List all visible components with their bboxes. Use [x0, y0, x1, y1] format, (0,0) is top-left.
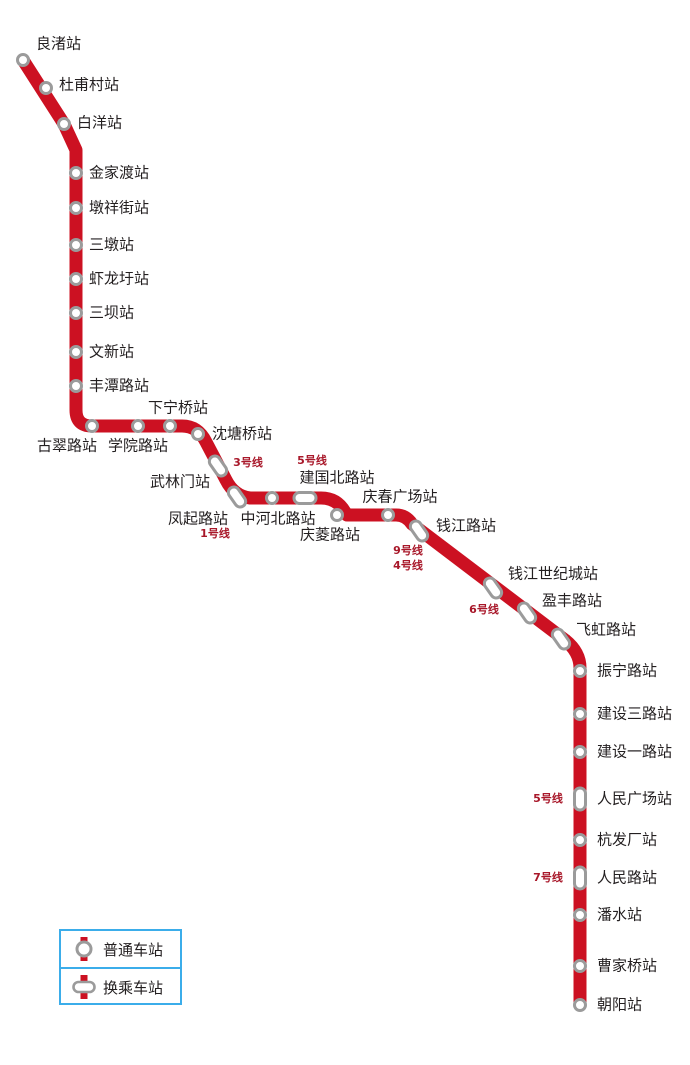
station-label: 盈丰路站 [542, 592, 602, 610]
station-label: 墩祥街站 [89, 199, 149, 217]
station-label: 振宁路站 [597, 662, 657, 680]
station-label: 古翠路站 [37, 437, 97, 455]
station-label: 庆菱路站 [300, 526, 360, 544]
normal-station-marker[interactable] [131, 419, 145, 433]
transfer-station-icon [71, 974, 97, 1000]
station-label: 建设三路站 [597, 705, 672, 723]
station-label: 三墩站 [89, 236, 134, 254]
station-label: 凤起路站 [168, 510, 228, 528]
station-label: 建国北路站 [299, 469, 374, 487]
normal-station-marker[interactable] [573, 833, 587, 847]
transfer-station-marker[interactable] [482, 576, 504, 600]
station-label: 杭发厂站 [597, 831, 657, 849]
transfer-station-marker[interactable] [292, 491, 318, 505]
station-label: 学院路站 [108, 437, 168, 455]
station-label: 文新站 [89, 343, 134, 361]
station-label: 沈塘桥站 [212, 425, 272, 443]
transfer-line-tag: 5号线 [533, 791, 563, 805]
station-label: 丰潭路站 [89, 377, 149, 395]
legend-divider [61, 967, 180, 969]
normal-station-marker[interactable] [265, 491, 279, 505]
normal-station-marker[interactable] [69, 201, 83, 215]
transfer-line-tag: 7号线 [533, 870, 563, 884]
normal-station-marker[interactable] [69, 272, 83, 286]
station-label: 钱江路站 [436, 517, 496, 535]
transfer-station-marker[interactable] [550, 627, 572, 651]
transfer-station-marker[interactable] [573, 786, 587, 812]
station-label: 杜甫村站 [59, 76, 119, 94]
normal-station-marker[interactable] [573, 908, 587, 922]
normal-station-marker[interactable] [69, 379, 83, 393]
station-label: 钱江世纪城站 [508, 565, 598, 583]
normal-station-marker[interactable] [330, 508, 344, 522]
transfer-station-marker[interactable] [573, 865, 587, 891]
station-label: 朝阳站 [597, 996, 642, 1014]
station-markers-layer [16, 53, 587, 1012]
station-label: 白洋站 [77, 114, 122, 132]
station-labels-layer: 良渚站杜甫村站白洋站金家渡站墩祥街站三墩站虾龙圩站三坝站文新站丰潭路站古翠路站学… [36, 35, 672, 1014]
normal-station-marker[interactable] [69, 306, 83, 320]
station-label: 庆春广场站 [362, 488, 437, 506]
transfer-line-tag: 9号线 [393, 543, 423, 557]
transfer-station-marker[interactable] [226, 485, 248, 509]
legend-row-transfer-station: 换乘车站 [61, 969, 180, 1005]
normal-station-marker[interactable] [573, 998, 587, 1012]
legend-row-normal-station: 普通车站 [61, 931, 180, 967]
normal-station-marker[interactable] [16, 53, 30, 67]
legend-label-transfer-station: 换乘车站 [103, 978, 164, 997]
transfer-station-marker[interactable] [516, 601, 538, 625]
transfer-line-tag: 1号线 [200, 526, 230, 540]
station-label: 建设一路站 [597, 743, 672, 761]
station-label: 曹家桥站 [597, 957, 657, 975]
station-label: 虾龙圩站 [89, 270, 149, 288]
station-label: 下宁桥站 [148, 399, 208, 417]
transfer-line-tag: 6号线 [469, 602, 499, 616]
station-label: 人民路站 [597, 869, 657, 887]
station-label: 良渚站 [36, 35, 81, 53]
normal-station-marker[interactable] [69, 166, 83, 180]
legend-label-normal-station: 普通车站 [103, 940, 164, 959]
station-label: 金家渡站 [89, 164, 149, 182]
station-label: 武林门站 [150, 473, 210, 491]
normal-station-marker[interactable] [573, 664, 587, 678]
transfer-station-marker[interactable] [408, 519, 430, 543]
normal-station-marker[interactable] [69, 238, 83, 252]
normal-station-marker[interactable] [57, 117, 71, 131]
normal-station-marker[interactable] [573, 959, 587, 973]
normal-station-icon [71, 936, 97, 962]
station-label: 中河北路站 [240, 510, 315, 528]
normal-station-marker[interactable] [573, 745, 587, 759]
transfer-line-tag: 3号线 [233, 455, 263, 469]
normal-station-marker[interactable] [163, 419, 177, 433]
normal-station-marker[interactable] [85, 419, 99, 433]
normal-station-marker[interactable] [69, 345, 83, 359]
normal-station-marker[interactable] [191, 427, 205, 441]
normal-station-marker[interactable] [573, 707, 587, 721]
transfer-station-marker[interactable] [207, 454, 229, 478]
normal-station-marker[interactable] [381, 508, 395, 522]
station-label: 潘水站 [597, 906, 642, 924]
station-label: 飞虹路站 [576, 621, 636, 639]
station-label: 人民广场站 [597, 790, 672, 808]
normal-station-marker[interactable] [39, 81, 53, 95]
transfer-line-tag: 5号线 [297, 453, 327, 467]
transfer-line-tag: 4号线 [393, 558, 423, 572]
station-label: 三坝站 [89, 304, 134, 322]
legend: 普通车站 换乘车站 [59, 929, 182, 1005]
